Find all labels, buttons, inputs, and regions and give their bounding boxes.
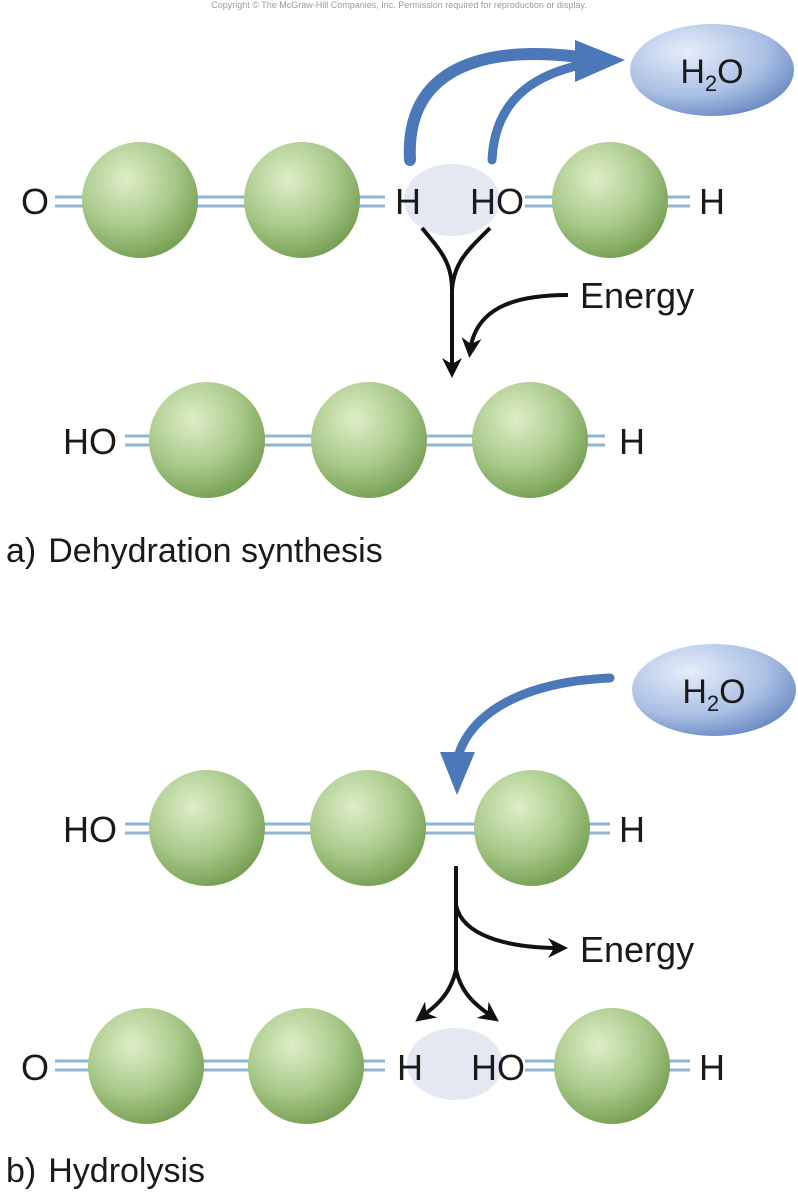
- monomer: [474, 770, 590, 886]
- atom-label-h: H: [395, 181, 421, 222]
- water-enter-arrowhead: [440, 752, 475, 795]
- monomer: [310, 770, 426, 886]
- copyright-header: Copyright © The McGraw-Hill Companies, I…: [211, 0, 586, 10]
- reaction-site-a: [404, 164, 500, 236]
- product-chain-a: HO H: [63, 382, 645, 498]
- energy-label-b: Energy: [580, 929, 694, 970]
- atom-label-o: O: [21, 1047, 49, 1088]
- water-molecule-b: H2O: [632, 644, 796, 736]
- panel-hydrolysis: H2O HO H Energy: [6, 644, 796, 1190]
- energy-out-arrow: [454, 904, 568, 958]
- energy-label-a: Energy: [580, 275, 694, 316]
- monomer: [82, 142, 198, 258]
- atom-label-ho: HO: [471, 1047, 525, 1088]
- water-ellipse: [632, 644, 796, 736]
- monomer: [552, 142, 668, 258]
- atom-label-h-end: H: [619, 421, 645, 462]
- water-ellipse: [630, 24, 794, 116]
- panel-dehydration: H2O O H HO H Energy: [6, 24, 794, 570]
- atom-label-ho-end: HO: [63, 809, 117, 850]
- product-chain-b: O H HO H: [21, 1008, 725, 1124]
- monomer: [88, 1008, 204, 1124]
- atom-label-o: O: [21, 181, 49, 222]
- monomer: [244, 142, 360, 258]
- atom-label-ho-end: HO: [63, 421, 117, 462]
- atom-label-h-right: H: [699, 181, 725, 222]
- water-formula: H2O: [680, 53, 743, 96]
- energy-in-arrow: [461, 293, 569, 358]
- diverge-arrow-right: [454, 969, 499, 1022]
- monomer: [472, 382, 588, 498]
- atom-label-h: H: [397, 1047, 423, 1088]
- water-formula: H2O: [682, 673, 745, 716]
- caption-a: a)Dehydration synthesis: [6, 532, 383, 570]
- monomer: [149, 382, 265, 498]
- monomer: [248, 1008, 364, 1124]
- reactant-chain-a: O H HO H: [21, 142, 725, 258]
- converge-arrow-right: [450, 226, 492, 291]
- reactant-chain-b: HO H: [63, 770, 645, 886]
- water-molecule-a: H2O: [630, 24, 794, 116]
- water-release-arrowhead: [575, 40, 625, 82]
- reaction-site-b: [407, 1028, 503, 1100]
- converge-arrow-left: [420, 226, 454, 291]
- atom-label-ho: HO: [470, 181, 524, 222]
- monomer: [149, 770, 265, 886]
- water-release-arrow-outer: [403, 48, 606, 166]
- monomer: [311, 382, 427, 498]
- atom-label-h-end: H: [619, 809, 645, 850]
- water-enter-arrow: [451, 673, 615, 770]
- diverge-arrow-left: [415, 969, 458, 1022]
- monomer: [554, 1008, 670, 1124]
- atom-label-h-right: H: [699, 1047, 725, 1088]
- caption-b: b)Hydrolysis: [6, 1152, 205, 1190]
